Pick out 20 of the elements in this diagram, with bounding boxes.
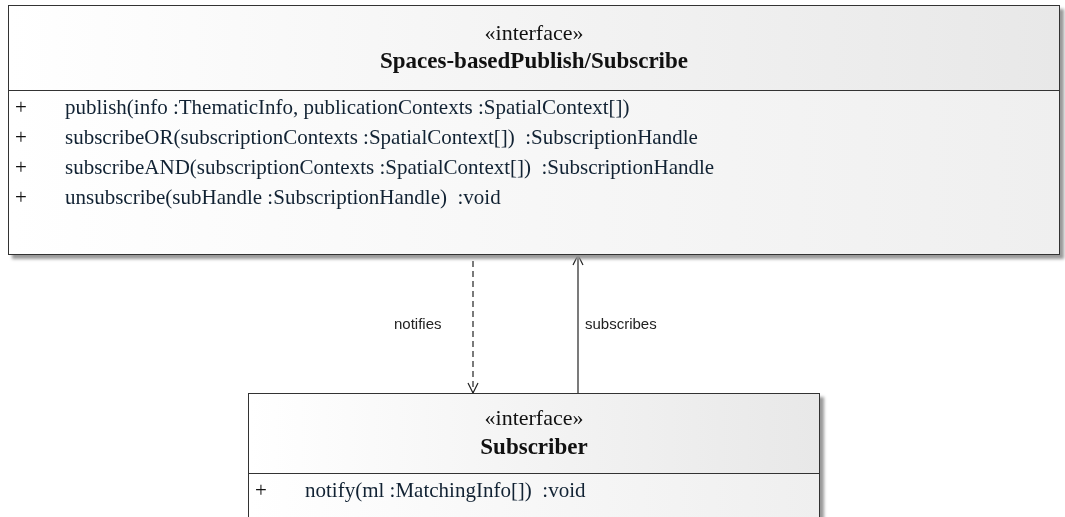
edge-label: subscribes	[583, 315, 659, 332]
visibility-mark: +	[15, 185, 28, 210]
operation: publish(info :ThematicInfo, publicationContexts :SpatialContext[])	[65, 95, 630, 120]
visibility-mark: +	[15, 125, 28, 150]
operation: subscribeOR(subscriptionContexts :SpatialContext[]) :SubscriptionHandle	[65, 125, 698, 150]
visibility-mark: +	[15, 95, 28, 120]
class-name: Spaces-basedPublish/Subscribe	[380, 47, 688, 76]
class-name: Subscriber	[480, 432, 588, 461]
class-box	[8, 5, 1060, 255]
operation: notify(ml :MatchingInfo[]) :void	[305, 478, 586, 503]
operation: unsubscribe(subHandle :SubscriptionHandle) :void	[65, 185, 501, 210]
visibility-mark: +	[15, 155, 28, 180]
arrow	[467, 260, 479, 394]
class-box	[248, 393, 820, 517]
stereotype: «interface»	[484, 19, 584, 47]
visibility-mark: +	[255, 478, 268, 503]
edge-label: notifies	[392, 315, 444, 332]
arrow	[572, 254, 584, 394]
operation: subscribeAND(subscriptionContexts :SpatialContext[]) :SubscriptionHandle	[65, 155, 715, 180]
stereotype: «interface»	[484, 405, 584, 432]
